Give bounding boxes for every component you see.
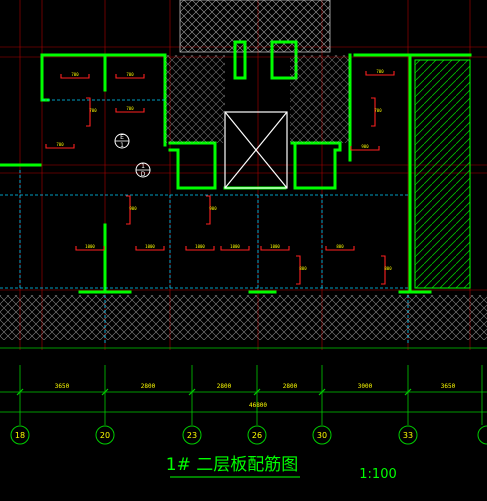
rebar-label: 900 xyxy=(209,206,217,211)
rebar-label: 700 xyxy=(56,142,64,147)
stair-hatch-left xyxy=(165,55,225,143)
right-diagonal-hatch xyxy=(414,59,471,289)
rebar-label: 700 xyxy=(71,72,79,77)
dim-section-5: 3000 xyxy=(358,383,373,390)
rebar-label: 900 xyxy=(129,206,137,211)
rebar-mark xyxy=(206,195,211,225)
rebar-label: 700 xyxy=(89,108,97,113)
bottom-hatch-strip xyxy=(0,295,487,340)
marker-1-bottom: 1 xyxy=(120,142,124,149)
marker-2-top: 1 xyxy=(141,163,145,170)
dimension-ticks xyxy=(16,388,412,396)
rebar-mark xyxy=(296,255,301,285)
section-marker-1[interactable]: E 1 xyxy=(114,133,130,149)
rebar-mark xyxy=(75,246,105,251)
rebar-mark xyxy=(115,74,145,79)
axis-label-18: 18 xyxy=(15,431,25,440)
axis-label-23: 23 xyxy=(187,431,197,440)
rebar-mark xyxy=(126,195,131,225)
rebar-mark xyxy=(260,246,290,251)
rebar-label: 700 xyxy=(126,106,134,111)
rebar-label: 1000 xyxy=(270,244,280,249)
drawing-scale: 1:100 xyxy=(359,467,396,482)
rebar-mark xyxy=(365,71,395,76)
walls xyxy=(0,40,472,294)
dim-section-6: 3650 xyxy=(441,383,456,390)
rebar-mark xyxy=(45,144,75,149)
rebar-label: 1000 xyxy=(85,244,95,249)
rebar-mark xyxy=(371,97,376,127)
axis-bubble-partial xyxy=(477,425,487,445)
marker-1-top: E xyxy=(120,134,124,141)
axis-bubble-30[interactable]: 30 xyxy=(312,425,332,445)
rebar-marks: 700 700 700 700 700 700 700 900 900 900 1000 1000 10… xyxy=(45,69,395,285)
dim-section-2: 2800 xyxy=(141,383,156,390)
rebar-label: 700 xyxy=(126,72,134,77)
axis-bubble-20[interactable]: 20 xyxy=(95,425,115,445)
axis-label-26: 26 xyxy=(252,431,262,440)
axis-label-30: 30 xyxy=(317,431,327,440)
rebar-label: 800 xyxy=(384,266,392,271)
rebar-mark xyxy=(325,246,355,251)
marker-2-bottom: D xyxy=(141,171,146,178)
beam-lines xyxy=(0,99,410,345)
dim-section-1: 3650 xyxy=(55,383,70,390)
top-hatch-area xyxy=(179,0,331,53)
axis-bubble-18[interactable]: 18 xyxy=(10,425,30,445)
rebar-mark xyxy=(381,255,386,285)
section-marker-2[interactable]: 1 D xyxy=(135,162,151,178)
rebar-mark xyxy=(350,146,380,151)
elevator-shaft xyxy=(224,111,288,189)
axis-bubble-33[interactable]: 33 xyxy=(398,425,418,445)
rebar-label: 800 xyxy=(299,266,307,271)
dimension-lines xyxy=(0,347,487,425)
drawing-title: 1# 二层板配筋图 xyxy=(166,455,298,475)
rebar-label: 800 xyxy=(336,244,344,249)
rebar-label: 1000 xyxy=(195,244,205,249)
axis-bubble-26[interactable]: 26 xyxy=(247,425,267,445)
rebar-label: 700 xyxy=(374,108,382,113)
axis-bubble-23[interactable]: 23 xyxy=(182,425,202,445)
dim-section-4: 2800 xyxy=(283,383,298,390)
rebar-mark xyxy=(60,74,90,79)
rebar-mark xyxy=(86,97,91,127)
dim-overall: 46800 xyxy=(249,402,267,409)
rebar-label: 700 xyxy=(376,69,384,74)
rebar-label: 1000 xyxy=(145,244,155,249)
axis-label-20: 20 xyxy=(100,431,110,440)
dim-section-3: 2800 xyxy=(217,383,232,390)
rebar-label: 1000 xyxy=(230,244,240,249)
stair-hatch-right xyxy=(290,55,350,143)
rebar-label: 900 xyxy=(361,144,369,149)
rebar-mark xyxy=(220,246,250,251)
rebar-mark xyxy=(185,246,215,251)
rebar-mark xyxy=(115,108,145,113)
axis-label-33: 33 xyxy=(403,431,413,440)
rebar-mark xyxy=(135,246,165,251)
